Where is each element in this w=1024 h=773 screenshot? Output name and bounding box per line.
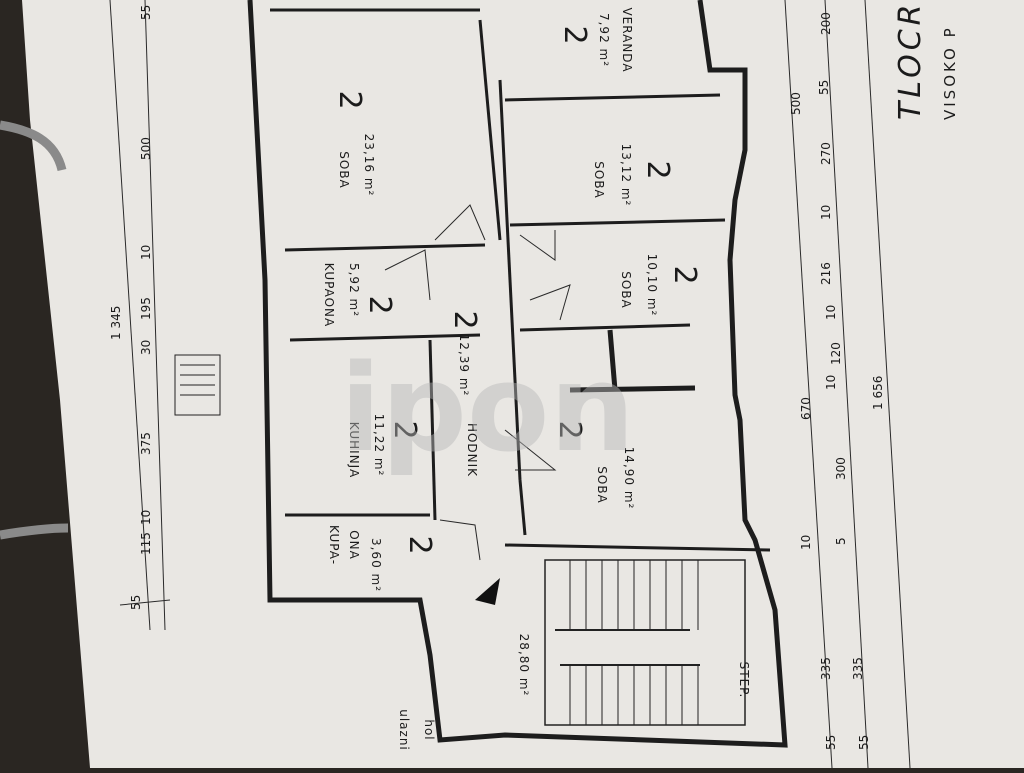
room-area-kupaona-2: 3,60 m² <box>369 538 383 592</box>
dimension-labels-left: 55 115 10 375 30 195 10 500 55 1 345 <box>109 5 153 610</box>
dimension-labels-right: 55 335 5 10 300 10 120 10 216 10 270 55 … <box>789 12 885 750</box>
entrance-steps <box>174 354 221 416</box>
dim-right-670: 670 <box>799 397 813 420</box>
room-label-soba-1: SOBA <box>337 151 351 189</box>
room-area-hodnik: 12,39 m² <box>457 334 471 397</box>
room-area-soba-3: 10,10 m² <box>645 254 659 317</box>
dim-right-500: 500 <box>789 92 803 115</box>
dim-right-5: 5 <box>834 537 848 545</box>
watermark-logo: ipon <box>340 340 635 479</box>
dim-left-10b: 10 <box>139 245 153 260</box>
dim-left-30: 30 <box>139 340 153 355</box>
room-num-hodnik: 2 <box>447 310 482 329</box>
binder-ring-bottom <box>0 523 69 540</box>
sheet-title: TLOCR <box>893 0 928 120</box>
dimension-lines <box>109 0 911 769</box>
dim-left-55b: 55 <box>139 5 153 20</box>
dim-right-10c: 10 <box>824 305 838 320</box>
dim-right-120: 120 <box>829 342 843 365</box>
dim-left-115: 115 <box>139 532 153 555</box>
binder-ring-top <box>0 120 67 172</box>
dim-right-55c: 55 <box>857 735 871 750</box>
room-num-soba-3: 2 <box>667 265 702 284</box>
dim-right-1656: 1 656 <box>871 376 885 410</box>
room-num-soba-1: 2 <box>332 90 367 109</box>
dim-right-335b: 335 <box>851 657 865 680</box>
room-area-soba-2: 13,12 m² <box>619 144 633 207</box>
room-area-ulazni-hol: 28,80 m² <box>517 634 531 697</box>
dim-right-200: 200 <box>819 12 833 35</box>
room-label-hol: hol <box>422 719 436 740</box>
room-area-veranda: 7,92 m² <box>597 13 611 67</box>
room-label-hodnik: HODNIK <box>465 423 479 477</box>
room-label-soba-3: SOBA <box>619 271 633 309</box>
room-label-soba-4: SOBA <box>595 466 609 504</box>
dim-right-300: 300 <box>834 457 848 480</box>
dim-left-1345: 1 345 <box>109 306 123 340</box>
label-stairs: STEP. <box>737 662 751 699</box>
room-area-kuhinja: 11,22 m² <box>372 414 386 477</box>
door-swings <box>384 204 571 561</box>
room-label-kupaona-2a: KUPA- <box>327 525 341 565</box>
room-num-kupaona: 2 <box>362 295 397 314</box>
room-label-ulazni: ulazni <box>397 709 411 751</box>
dim-left-375: 375 <box>139 432 153 455</box>
room-area-soba-4: 14,90 m² <box>622 447 636 510</box>
dim-right-335: 335 <box>819 657 833 680</box>
walls <box>247 0 788 748</box>
dim-left-500: 500 <box>139 137 153 160</box>
room-label-kupaona-2b: ONA <box>347 530 361 560</box>
room-area-kupaona: 5,92 m² <box>347 263 361 317</box>
dim-right-10b: 10 <box>824 375 838 390</box>
room-label-kupaona: KUPAONA <box>322 263 336 327</box>
room-num-veranda: 2 <box>557 25 592 44</box>
room-label-kuhinja: KUHINJA <box>347 422 361 478</box>
staircase <box>544 559 746 726</box>
dim-right-270: 270 <box>819 142 833 165</box>
room-label-veranda: VERANDA <box>620 7 634 72</box>
north-arrow-icon <box>475 578 500 605</box>
room-num-kupaona-2: 2 <box>402 535 437 554</box>
dim-left-195: 195 <box>139 297 153 320</box>
room-label-soba-2: SOBA <box>592 161 606 199</box>
dim-right-216: 216 <box>819 262 833 285</box>
dim-right-55b: 55 <box>817 80 831 95</box>
dim-right-10d: 10 <box>819 205 833 220</box>
dim-right-10a: 10 <box>799 535 813 550</box>
dim-left-55: 55 <box>129 595 143 610</box>
room-num-soba-2: 2 <box>640 160 675 179</box>
room-num-kuhinja: 2 <box>387 420 422 439</box>
dim-right-55: 55 <box>824 735 838 750</box>
room-labels: SOBA 23,16 m² 2 SOBA 13,12 m² 2 SOBA 10,… <box>322 7 751 750</box>
room-num-soba-4: 2 <box>552 420 587 439</box>
sheet-subtitle: VISOKO P <box>941 25 959 120</box>
room-area-soba-1: 23,16 m² <box>362 134 376 197</box>
dim-left-10a: 10 <box>139 510 153 525</box>
